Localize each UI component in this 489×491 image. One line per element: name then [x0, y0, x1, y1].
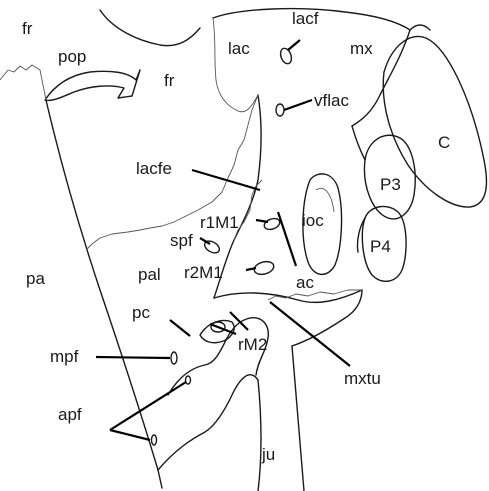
- jugal-outline: [257, 345, 305, 491]
- label-pc: pc: [132, 303, 150, 322]
- label-mpf: mpf: [50, 347, 79, 366]
- label-ac: ac: [296, 273, 314, 292]
- ventral-lacrimal-foramen: [275, 103, 285, 117]
- label-fr-mid: fr: [164, 71, 175, 90]
- label-p3: P3: [380, 175, 401, 194]
- leader-pc: [169, 319, 191, 337]
- leader-mxtu: [269, 301, 351, 367]
- leader-lacfe: [191, 168, 261, 192]
- premolar-p4-outline: [361, 205, 407, 282]
- leader-spf: [199, 237, 211, 245]
- leader-vflac: [283, 98, 313, 112]
- leader-rm2-a: [229, 311, 249, 331]
- frontal-palatine-suture: [85, 94, 259, 251]
- sutures: [0, 17, 362, 301]
- label-ju: ju: [261, 445, 275, 464]
- label-lacf: lacf: [292, 9, 319, 28]
- palatine-maxilla-suture: [267, 289, 362, 301]
- label-c: C: [438, 133, 450, 152]
- canine-outline: [382, 35, 488, 208]
- labels: fr pop fr lac lacf mx vflac C lacfe P3 r…: [22, 9, 450, 464]
- label-ioc: ioc: [302, 211, 324, 230]
- label-pop: pop: [58, 47, 86, 66]
- infraorbital-canal-inner: [315, 188, 335, 213]
- accessory-palatine-foramen-2: [150, 434, 158, 446]
- label-vflac: vflac: [314, 91, 349, 110]
- lacrimal-outline: [212, 7, 411, 127]
- maxilla-anterior-edge: [409, 24, 431, 31]
- frontal-suture-jagged: [0, 64, 47, 101]
- middle-palatine-foramen: [170, 351, 178, 365]
- rostral-2-m1-foramen: [253, 260, 275, 276]
- orbital-floor-suture: [233, 179, 263, 241]
- leader-lacf: [287, 39, 301, 51]
- label-fr-top: fr: [22, 19, 33, 38]
- label-pa: pa: [26, 269, 45, 288]
- palatine-lower-outline: [167, 317, 269, 396]
- label-pal: pal: [138, 265, 161, 284]
- leader-rm2-b: [209, 322, 237, 336]
- leader-mpf: [95, 355, 171, 360]
- lacrimal-maxilla-suture: [212, 17, 259, 113]
- leader-lines: [95, 39, 351, 442]
- label-mx: mx: [350, 39, 373, 58]
- label-spf: spf: [170, 231, 193, 250]
- leader-apf-b: [109, 428, 151, 442]
- label-lacfe: lacfe: [136, 159, 172, 178]
- maxilla-body-edge: [351, 125, 366, 253]
- rostral-1-m1-foramen: [263, 217, 281, 231]
- label-mxtu: mxtu: [344, 369, 381, 388]
- infraorbital-canal-outline: [302, 173, 343, 276]
- bone-outlines: [44, 7, 488, 491]
- maxillary-tuber-outline: [213, 289, 363, 304]
- label-rm2: rM2: [238, 335, 267, 354]
- skull-left-margin: [45, 99, 163, 489]
- label-lac: lac: [228, 39, 250, 58]
- premolar-p3-outline: [363, 134, 416, 220]
- accessory-palatine-foramen-1: [184, 375, 192, 385]
- label-apf: apf: [58, 405, 82, 424]
- postorbital-process-outline: [44, 69, 141, 102]
- leader-ac: [276, 211, 298, 267]
- leader-apf-a: [109, 381, 187, 431]
- frontal-top-edge: [99, 9, 201, 47]
- label-r1m1: r1M1: [200, 213, 239, 232]
- lacrimal-foramen: [279, 47, 293, 65]
- label-p4: P4: [370, 237, 391, 256]
- label-r2m1: r2M1: [184, 263, 223, 282]
- posterior-palatine-edge: [157, 374, 259, 471]
- alveolar-lower-edge: [291, 289, 363, 347]
- leader-r1m1: [255, 218, 269, 224]
- leader-r2m1: [245, 266, 257, 272]
